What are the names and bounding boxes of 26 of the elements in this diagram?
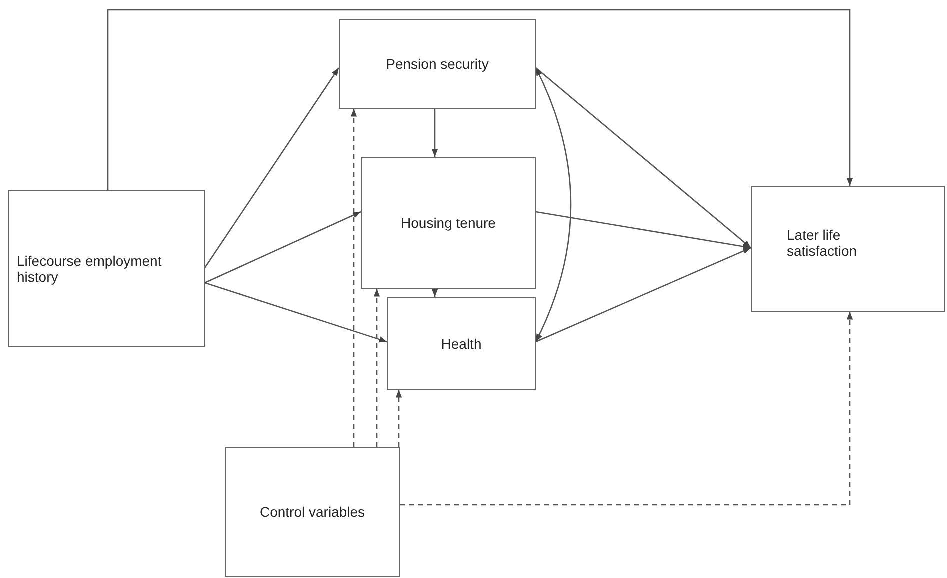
process-box bbox=[751, 186, 945, 312]
arrow bbox=[432, 289, 438, 297]
node-label: Later life satisfaction bbox=[787, 227, 858, 259]
node-label: Control variables bbox=[260, 504, 366, 520]
process-box bbox=[8, 190, 205, 347]
node-label: Housing tenure bbox=[401, 215, 496, 231]
arrow bbox=[350, 109, 358, 447]
process-box bbox=[387, 297, 536, 390]
node-label: Pension security bbox=[386, 56, 489, 72]
arrow bbox=[396, 390, 402, 447]
node-label: Lifecourse employment history bbox=[17, 252, 163, 284]
curved-arrow bbox=[535, 68, 572, 342]
arrow bbox=[536, 247, 752, 343]
arrow bbox=[204, 282, 388, 343]
node-label: Health bbox=[441, 336, 482, 352]
arrow bbox=[400, 312, 854, 506]
arrow bbox=[107, 9, 854, 190]
process-box bbox=[361, 157, 536, 289]
arrow bbox=[204, 211, 362, 284]
arrow bbox=[536, 68, 752, 248]
arrow bbox=[374, 289, 380, 447]
arrow bbox=[432, 109, 438, 157]
process-box bbox=[225, 447, 400, 577]
arrow bbox=[204, 68, 340, 268]
arrow bbox=[536, 211, 752, 250]
process-box bbox=[339, 19, 536, 109]
